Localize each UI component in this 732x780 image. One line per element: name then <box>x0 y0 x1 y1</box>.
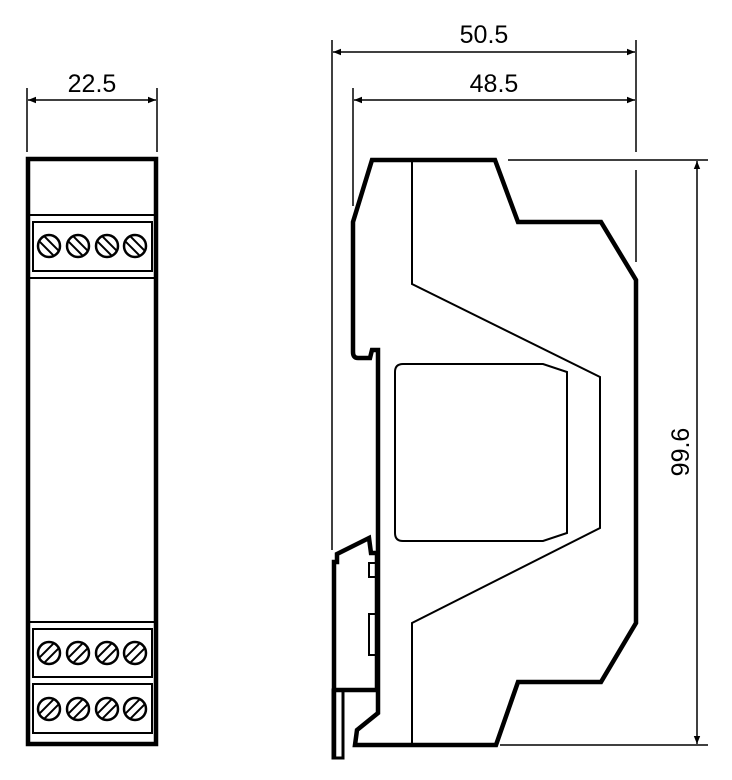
screw-icon <box>65 640 91 666</box>
inner-profile-line <box>411 160 601 745</box>
screw-icon <box>36 233 62 259</box>
screw-icon <box>36 640 62 666</box>
screw-icon <box>122 696 148 722</box>
clip-slot <box>368 613 377 656</box>
clip-leg <box>331 688 345 760</box>
screw-icon <box>65 233 91 259</box>
din-rail-clip <box>331 534 380 758</box>
body-depth-label: 48.5 <box>470 70 519 98</box>
terminal-block-bottom-upper <box>32 628 153 678</box>
screw-icon <box>94 640 120 666</box>
front-view: 22.5 <box>25 70 159 747</box>
screw-icon <box>65 696 91 722</box>
front-housing <box>25 156 159 747</box>
label-window <box>394 363 568 542</box>
clip-slot <box>368 562 377 578</box>
side-view: 50.5 48.5 99.6 <box>331 21 708 760</box>
screw-icon <box>36 696 62 722</box>
terminal-block-bottom-lower <box>32 683 153 734</box>
height-label: 99.6 <box>667 428 695 477</box>
screw-icon <box>122 233 148 259</box>
screw-icon <box>122 640 148 666</box>
overall-depth-label: 50.5 <box>460 21 509 49</box>
screw-icon <box>94 696 120 722</box>
side-housing-outline <box>350 157 639 748</box>
width-dimension-label: 22.5 <box>68 70 117 98</box>
terminal-block-top <box>32 221 153 272</box>
screw-icon <box>94 233 120 259</box>
